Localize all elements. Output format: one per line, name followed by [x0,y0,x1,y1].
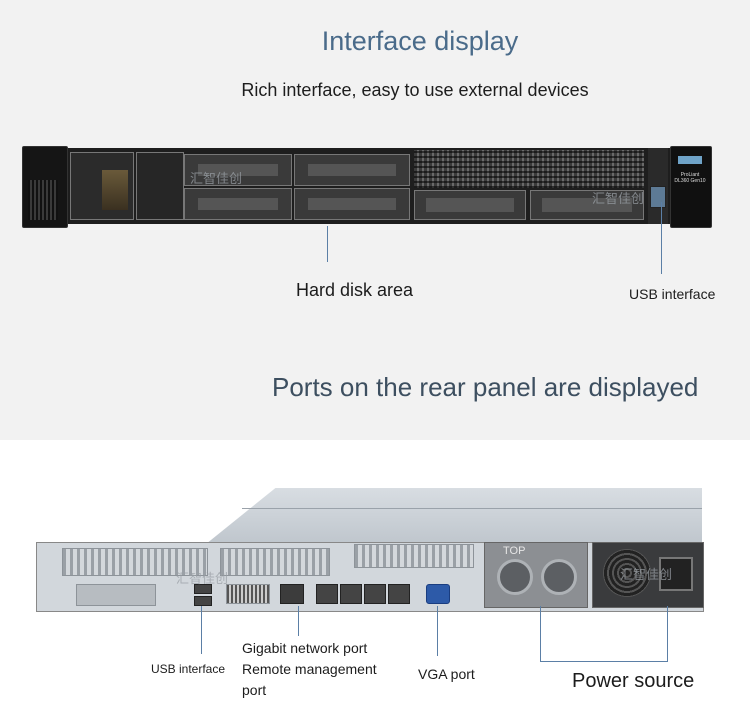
page-subtitle: Rich interface, easy to use external dev… [241,80,589,100]
power-bracket-left [540,606,541,662]
remote-management-label: Remote management [242,661,377,677]
rear-usb-callout-line [201,606,202,654]
rear-usb-port-1 [194,584,212,594]
server-rear-image: TOP 汇智佳创 汇智佳创 [36,488,704,612]
front-usb-port [650,186,666,208]
front-usb-callout-line [661,202,662,274]
vga-callout-line [437,606,438,656]
front-usb-interface-label: USB interface [629,286,716,302]
power-bracket-bottom [540,661,668,662]
watermark: 汇智佳创 [176,571,229,586]
rear-usb-port-2 [194,596,212,606]
network-port-1 [316,584,338,604]
power-bracket-right [667,606,668,662]
psu-blank: TOP [484,542,588,608]
remote-management-label-cont: port [242,682,267,698]
management-port [280,584,304,604]
power-source-label: Power source [572,670,695,692]
network-port-3 [364,584,386,604]
rear-usb-interface-label: USB interface [151,662,226,676]
vga-connector [426,584,450,604]
watermark: 汇智佳创 [592,191,645,206]
psu-top-text: TOP [503,545,526,557]
gigabit-network-port-label: Gigabit network port [242,640,368,656]
vga-port-label: VGA port [418,666,475,682]
rear-section-title: Ports on the rear panel are displayed [272,372,699,402]
network-callout-line [298,606,299,636]
network-port-4 [388,584,410,604]
model-badge: ProLiant DL360 Gen10 [674,172,706,184]
section-divider [0,440,750,442]
watermark: 汇智佳创 [620,567,673,582]
power-supply [592,542,704,608]
network-port-2 [340,584,362,604]
watermark: 汇智佳创 [190,171,243,186]
hard-disk-area-label: Hard disk area [296,280,414,300]
server-front-image: ProLiant DL360 Gen10 汇智佳创 汇智佳创 [22,146,712,228]
page-title: Interface display [321,26,519,56]
hard-disk-callout-line [327,226,328,262]
